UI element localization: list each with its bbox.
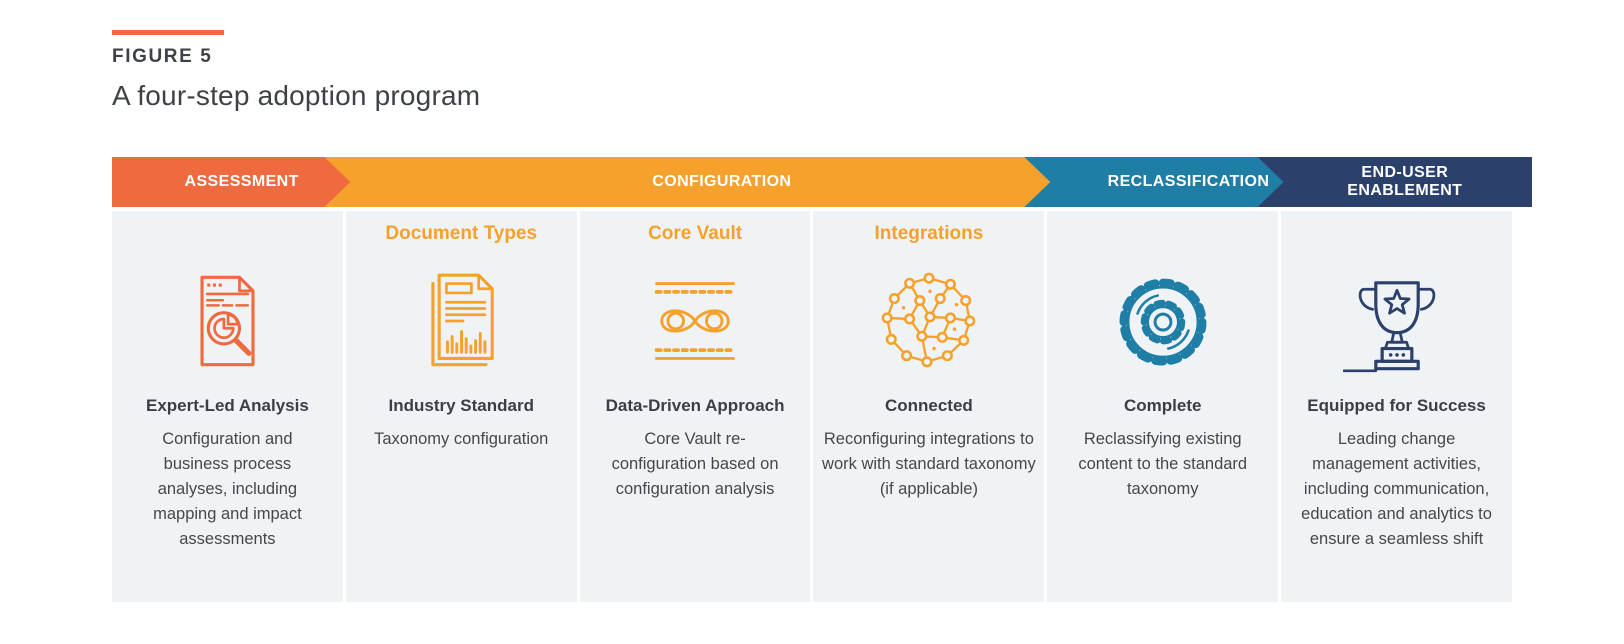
column-title: Data-Driven Approach: [605, 396, 785, 415]
column-description: Taxonomy configuration: [374, 430, 549, 448]
figure-title: A four-step adoption program: [112, 80, 481, 111]
column-title: Expert-Led Analysis: [146, 396, 309, 415]
col-equipped-for-success: Equipped for Success Leading change mana…: [1281, 211, 1512, 602]
integrations-network-icon: [881, 272, 976, 368]
col-document-types: Document Types Industry Standard Taxonom…: [345, 211, 577, 602]
step-label: ASSESSMENT: [184, 173, 299, 191]
column-title: Connected: [884, 396, 973, 415]
column-title: Equipped for Success: [1307, 396, 1486, 415]
step-configuration: CONFIGURATION: [324, 157, 1095, 207]
document-types-icon: [431, 273, 494, 367]
column-subheader: [1047, 221, 1278, 255]
figure-heading: FIGURE 5 A four-step adoption program: [112, 30, 480, 112]
process-arrow-band: ASSESSMENT CONFIGURATION RECLASSIFICATIO…: [112, 157, 1532, 207]
accent-rule: [112, 30, 224, 35]
column-description: Core Vault re-configuration based on con…: [611, 430, 779, 499]
core-vault-icon: [654, 282, 736, 360]
column-description: Reclassifying existing content to the st…: [1078, 430, 1248, 499]
trophy-icon: [1342, 281, 1435, 373]
analysis-document-icon: [200, 275, 255, 367]
column-subheader: [112, 221, 343, 255]
step-label: RECLASSIFICATION: [1107, 173, 1270, 191]
col-complete: Complete Reclassifying existing content …: [1047, 211, 1279, 602]
col-core-vault: Core Vault Data-Driven Approach Core Vau…: [579, 211, 811, 602]
column-description: Leading change management activities, in…: [1301, 430, 1492, 549]
step-label: END-USER ENABLEMENT: [1347, 164, 1463, 199]
col-expert-led-analysis: Expert-Led Analysis Configuration and bu…: [112, 211, 343, 602]
column-subheader: [1281, 221, 1512, 255]
column-description: Reconfiguring integrations to work with …: [822, 430, 1036, 499]
column-description: Configuration and business process analy…: [153, 430, 302, 549]
column-subheader: Integrations: [874, 223, 984, 244]
program-columns: Expert-Led Analysis Configuration and bu…: [112, 211, 1512, 602]
reclassification-gear-icon: [1119, 278, 1207, 366]
column-subheader: Document Types: [385, 223, 538, 244]
figure-label: FIGURE 5: [112, 46, 213, 67]
step-label: CONFIGURATION: [652, 173, 792, 191]
column-subheader: Core Vault: [648, 223, 743, 244]
column-title: Complete: [1123, 396, 1202, 415]
step-end-user-enablement: END-USER ENABLEMENT: [1257, 157, 1532, 207]
col-integrations: Integrations: [813, 211, 1045, 602]
column-title: Industry Standard: [388, 396, 534, 415]
